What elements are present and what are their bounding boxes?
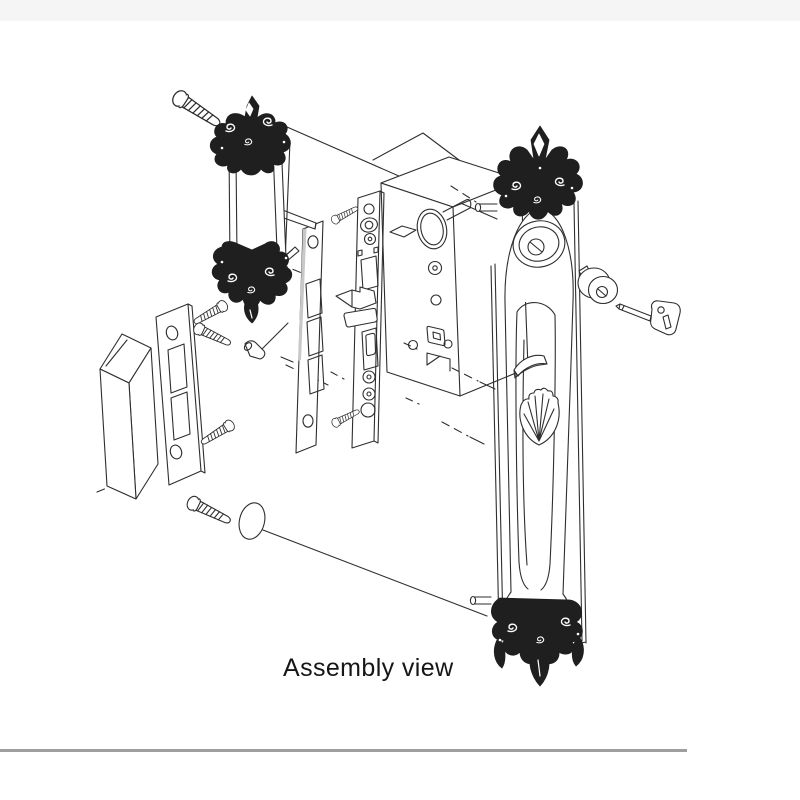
bottom-ornament	[491, 597, 584, 687]
strike-plate	[155, 303, 206, 486]
rear-plate-bottom-ornament	[211, 241, 293, 308]
rear-plate-top-ornament	[209, 95, 291, 176]
cover-cap	[238, 502, 266, 540]
crest-ornament	[493, 125, 583, 220]
key	[615, 300, 681, 336]
top-mounting-screw	[169, 87, 225, 132]
strike-screws	[191, 298, 237, 449]
front-handle-plate	[469, 125, 587, 687]
lock-cylinder	[577, 265, 619, 305]
lock-case	[380, 156, 529, 445]
bottom-divider-line	[0, 749, 687, 752]
caption: Assembly view	[283, 654, 454, 682]
thumb-piece	[513, 354, 548, 379]
bottom-mounting-screw	[184, 493, 234, 529]
dust-box	[99, 333, 159, 500]
strike-group	[96, 298, 237, 500]
header-band	[0, 0, 800, 21]
inner-faceplate	[329, 190, 385, 449]
rear-escutcheon-plate	[169, 87, 293, 324]
bottom-fasteners	[184, 493, 266, 540]
cylinder-boss	[512, 220, 566, 268]
ferrule-part	[243, 322, 294, 363]
outer-faceplate	[279, 220, 345, 454]
shell-ornament	[519, 387, 560, 446]
handle-grip	[515, 302, 556, 591]
